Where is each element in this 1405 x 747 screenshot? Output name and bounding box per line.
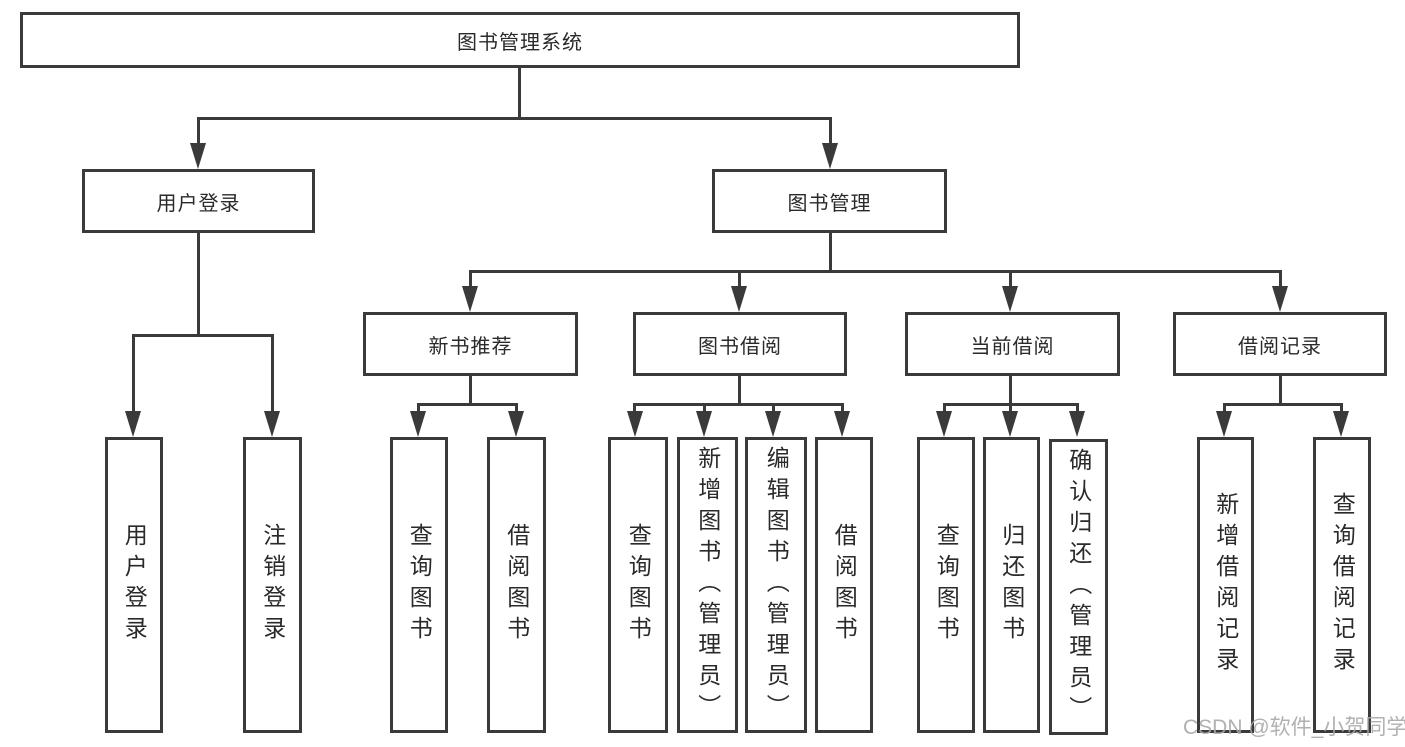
leaf-borrow-add-book-admin-label: 新增图书（管理员） [694,445,721,725]
connector-stem [1076,403,1079,413]
connector-records-stem [1279,270,1282,287]
leaf-borrow-edit-book-admin: 编辑图书（管理员） [745,437,807,733]
leaf-current-return-book-label: 归还图书 [998,523,1025,647]
connector-stem [1340,403,1343,413]
connector-stem [633,403,636,413]
node-new-book-recommend: 新书推荐 [363,312,578,376]
connector-manage-stem [829,117,832,145]
connector-records-down [1279,376,1282,406]
connector-borrow-down [738,376,741,406]
leaf-borrow-edit-book-admin-label: 编辑图书（管理员） [763,445,790,725]
node-user-login: 用户登录 [82,169,315,233]
arrow-down-icon [462,286,478,312]
arrow-down-icon [1002,286,1018,312]
leaf-current-confirm-return-admin-label: 确认归还（管理员） [1065,447,1092,727]
node-book-manage: 图书管理 [712,169,947,233]
connector-level3-bus [469,270,1282,273]
connector-stem [772,403,775,413]
leaf-borrow-query-book-label: 查询图书 [625,523,652,647]
leaf-borrow-borrow-book: 借阅图书 [815,437,873,733]
connector-stem [1223,403,1226,413]
arrow-down-icon [1069,411,1085,437]
connector-borrow-stem [738,270,741,287]
connector-records-bus [1223,403,1343,406]
connector-stem [515,403,518,413]
node-current-borrow-label: 当前借阅 [970,335,1055,358]
connector-level2-bus [197,117,832,120]
arrow-down-icon [731,286,747,312]
arrow-down-icon [1002,411,1018,437]
node-current-borrow: 当前借阅 [905,312,1120,376]
arrow-down-icon [1272,286,1288,312]
leaf-user-login-label: 用户登录 [121,523,148,647]
node-user-login-label: 用户登录 [156,192,241,215]
leaf-records-add-record-label: 新增借阅记录 [1212,492,1239,678]
connector-user-child2-stem [271,334,274,412]
arrow-down-icon [822,143,838,169]
leaf-borrow-borrow-book-label: 借阅图书 [831,523,858,647]
leaf-recommend-query-book: 查询图书 [390,437,448,733]
arrow-down-icon [765,411,781,437]
connector-stem [417,403,420,413]
node-new-book-recommend-label: 新书推荐 [428,335,513,358]
arrow-down-icon [190,143,206,169]
arrow-down-icon [125,411,141,437]
connector-recommend-stem [469,270,472,287]
connector-recommend-down [469,376,472,406]
leaf-records-query-record-label: 查询借阅记录 [1329,492,1356,678]
arrow-down-icon [508,411,524,437]
leaf-borrow-add-book-admin: 新增图书（管理员） [677,437,738,733]
connector-stem [943,403,946,413]
connector-manage-down [829,233,832,273]
leaf-logout: 注销登录 [243,437,302,733]
arrow-down-icon [1333,411,1349,437]
csdn-watermark: CSDN @软件_小贺同学 [1183,716,1405,739]
connector-borrow-bus [633,403,844,406]
leaf-records-add-record: 新增借阅记录 [1197,437,1254,733]
leaf-logout-label: 注销登录 [259,523,286,647]
connector-user-down [197,233,200,337]
connector-user-stem [197,117,200,145]
leaf-recommend-query-book-label: 查询图书 [406,523,433,647]
leaf-records-query-record: 查询借阅记录 [1313,437,1371,733]
arrow-down-icon [936,411,952,437]
connector-current-down [1009,376,1012,406]
arrow-down-icon [627,411,643,437]
connector-stem [703,403,706,413]
leaf-recommend-borrow-book: 借阅图书 [487,437,546,733]
arrow-down-icon [696,411,712,437]
connector-user-bus [132,334,274,337]
arrow-down-icon [264,411,280,437]
node-borrow-records-label: 借阅记录 [1238,335,1322,358]
node-book-borrow-label: 图书借阅 [698,335,782,358]
arrow-down-icon [834,411,850,437]
connector-root-stem [518,68,521,118]
node-root-label: 图书管理系统 [457,31,583,54]
node-root-system: 图书管理系统 [20,12,1020,68]
leaf-borrow-query-book: 查询图书 [608,437,668,733]
leaf-current-return-book: 归还图书 [983,437,1040,733]
node-book-manage-label: 图书管理 [787,192,872,215]
node-book-borrow: 图书借阅 [633,312,847,376]
connector-stem [841,403,844,413]
leaf-current-query-book: 查询图书 [917,437,975,733]
connector-stem [1009,403,1012,413]
leaf-user-login: 用户登录 [105,437,163,733]
connector-recommend-bus [417,403,518,406]
node-borrow-records: 借阅记录 [1173,312,1387,376]
leaf-current-confirm-return-admin: 确认归还（管理员） [1049,439,1108,735]
connector-user-child1-stem [132,334,135,412]
connector-current-stem [1009,270,1012,287]
leaf-current-query-book-label: 查询图书 [933,523,960,647]
leaf-recommend-borrow-book-label: 借阅图书 [503,523,530,647]
arrow-down-icon [410,411,426,437]
arrow-down-icon [1216,411,1232,437]
